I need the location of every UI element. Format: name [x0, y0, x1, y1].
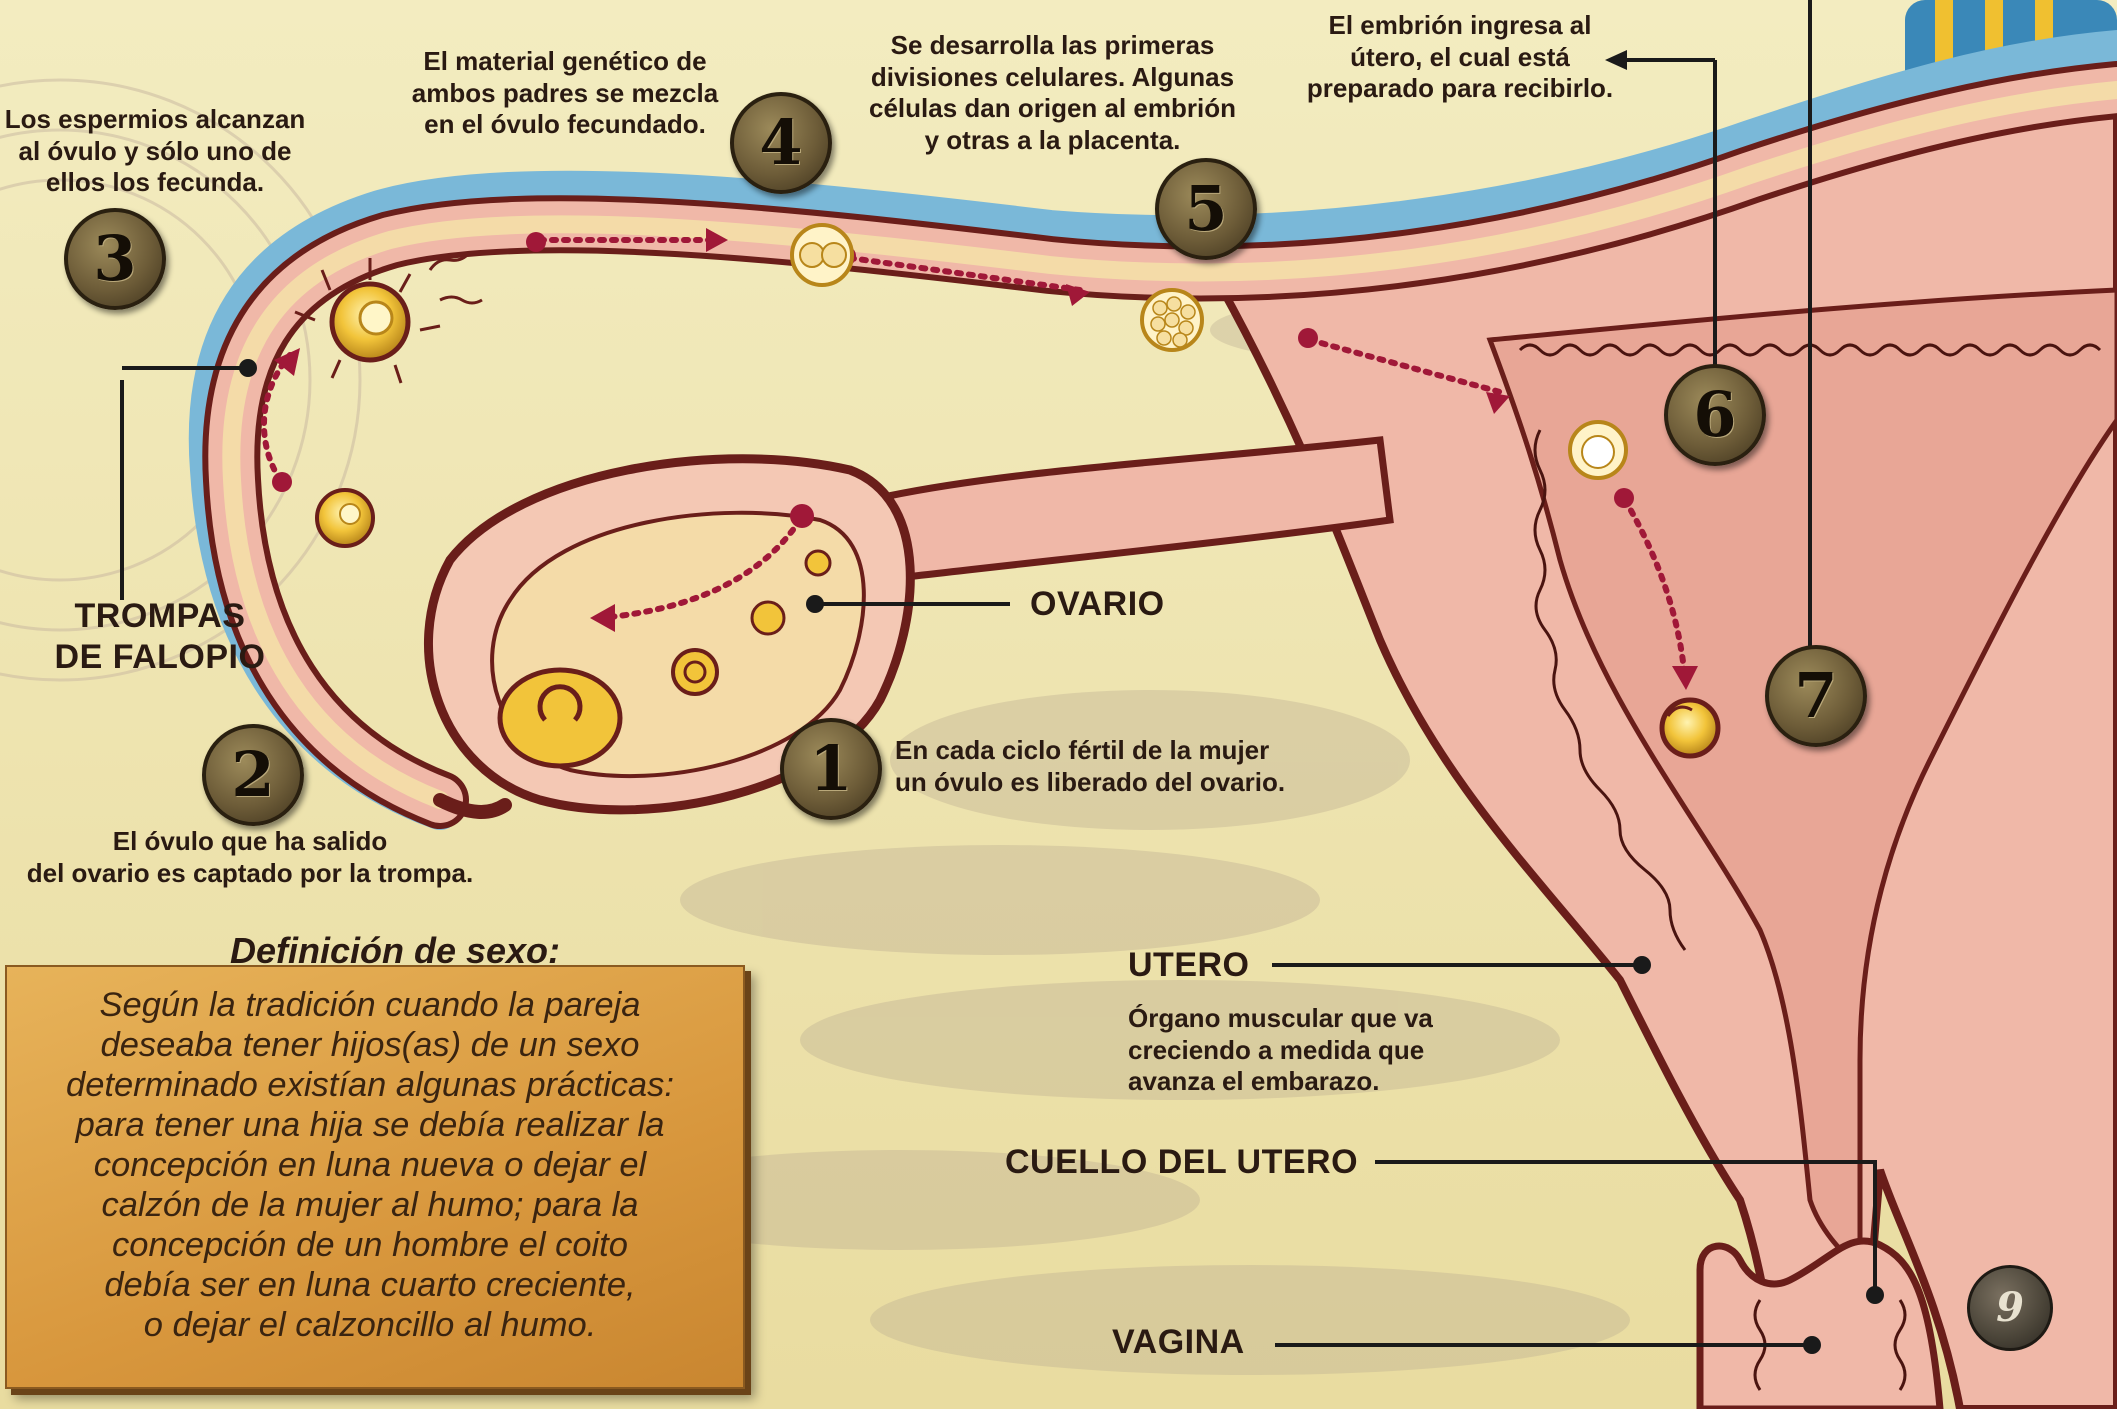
step-badge-5: 5 — [1155, 158, 1257, 260]
caption-step-6: El embrión ingresa al útero, el cual est… — [1290, 10, 1630, 105]
step-badge-4: 4 — [730, 92, 832, 194]
label-vagina: VAGINA — [1112, 1322, 1282, 1363]
implanted-embryo — [1662, 700, 1718, 756]
step-badge-7: 7 — [1765, 645, 1867, 747]
step-badge-6: 6 — [1664, 364, 1766, 466]
zygote-two-cells — [792, 225, 852, 285]
sex-definition-body: Según la tradición cuando la pareja dese… — [20, 985, 720, 1345]
morula — [1142, 290, 1202, 350]
caption-step-5: Se desarrolla las primeras divisiones ce… — [855, 30, 1250, 157]
label-utero: UTERO — [1128, 945, 1278, 986]
caption-step-3: Los espermios alcanzan al óvulo y sólo u… — [0, 104, 310, 199]
caption-utero: Órgano muscular que va creciendo a medid… — [1128, 1003, 1468, 1098]
blastocyst — [1570, 422, 1626, 478]
sex-definition-title: Definición de sexo: — [170, 930, 620, 972]
label-cuello: CUELLO DEL UTERO — [1005, 1142, 1375, 1183]
step-badge-3: 3 — [64, 208, 166, 310]
caption-step-1: En cada ciclo fértil de la mujer un óvul… — [895, 735, 1315, 798]
label-trompas: TROMPAS DE FALOPIO — [40, 596, 280, 679]
caption-step-2: El óvulo que ha salido del ovario es cap… — [10, 826, 490, 889]
label-ovario: OVARIO — [1030, 584, 1190, 625]
caption-step-4: El material genético de ambos padres se … — [405, 46, 725, 141]
ovum-captured — [317, 490, 373, 546]
step-badge-2: 2 — [202, 724, 304, 826]
step-badge-1: 1 — [780, 718, 882, 820]
page-number: 9 — [1967, 1265, 2053, 1351]
